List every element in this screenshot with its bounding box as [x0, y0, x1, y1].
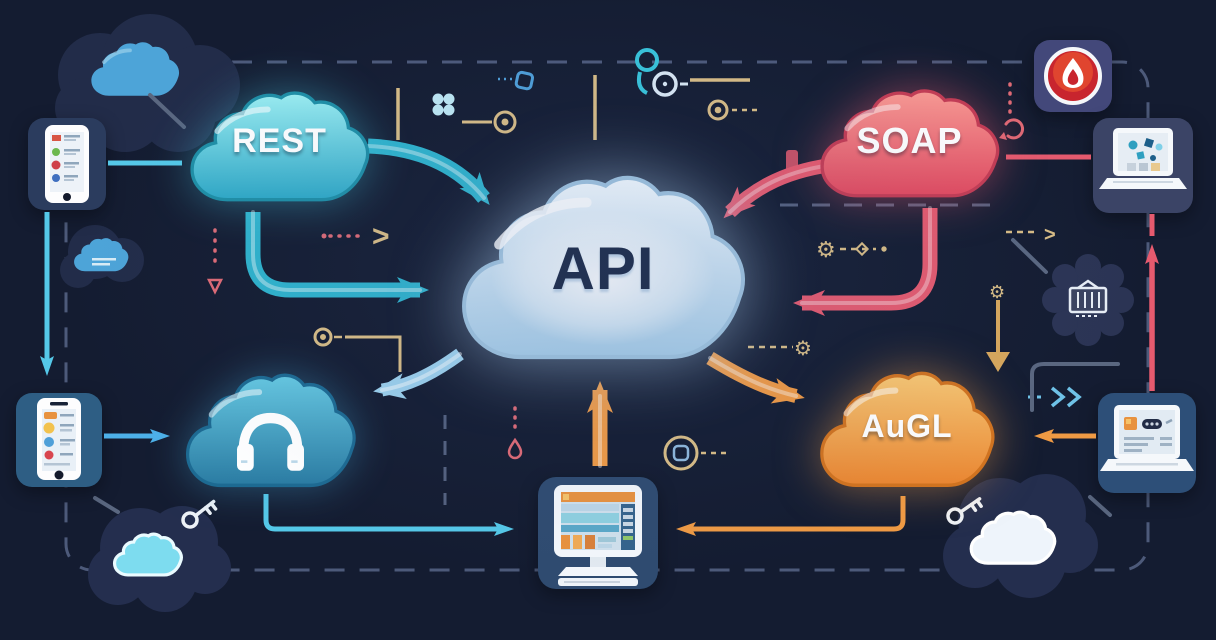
- mini-cloud-blue-top-left: [91, 42, 180, 96]
- connector-lines: [40, 154, 1159, 536]
- graphql-cloud-label: AuGL: [861, 408, 953, 444]
- services-cloud: [178, 368, 363, 494]
- mini-cloud-white-bottom-right: [969, 510, 1057, 565]
- arrow-soap-elbow: [793, 208, 938, 316]
- circuit-decor-gold: [313, 75, 1038, 471]
- smartphone-icon: [45, 125, 89, 203]
- gear-icons: ⚙ ⚙ ⚙: [794, 238, 1005, 360]
- arrow-services-to-monitor: [263, 494, 514, 536]
- arrow-rest-to-api: [367, 138, 490, 205]
- laptop-tile-bottom-right: [1098, 393, 1196, 493]
- smartphone-icon: [37, 398, 81, 480]
- mini-cloud-blue-mid-left: [74, 238, 129, 272]
- scalloped-blob: [1042, 254, 1134, 346]
- desktop-monitor-icon: [554, 485, 642, 586]
- arrow-api-to-graphql: [706, 352, 805, 404]
- flame-app-tile: [1034, 40, 1112, 112]
- circuit-decor-gray: [93, 93, 1120, 517]
- svg-text:>: >: [1044, 224, 1056, 246]
- key-icon: [181, 499, 218, 529]
- key-icon: [946, 497, 983, 525]
- smartphone-tile-top-left: [28, 118, 106, 210]
- clover-icon: [432, 93, 455, 116]
- rest-cloud-label: REST: [232, 122, 327, 160]
- laptop-tile-top-right: [1093, 118, 1193, 213]
- mini-cloud-light-bottom-left: [112, 532, 183, 577]
- svg-text:⚙: ⚙: [816, 238, 836, 263]
- soap-cloud-label: SOAP: [856, 120, 963, 161]
- smartphone-tile-mid-left: [16, 393, 102, 487]
- arrow-graphql-to-monitor: [676, 496, 906, 536]
- flame-icon: [1044, 47, 1102, 105]
- server-badge-icon: [1068, 279, 1108, 317]
- headphones-icon: [237, 412, 304, 471]
- monitor-tile-bottom-center: [538, 477, 658, 589]
- soap-cloud: SOAP: [812, 84, 1007, 204]
- svg-text:⚙: ⚙: [794, 336, 812, 360]
- svg-text:⚙: ⚙: [989, 282, 1005, 303]
- api-cloud: API: [448, 166, 758, 371]
- laptop-icon: [1100, 405, 1194, 471]
- chevron-icons: > >: [372, 220, 1056, 253]
- api-cloud-label: API: [551, 235, 655, 302]
- arrow-api-to-services: [373, 348, 464, 400]
- arrow-rest-elbow: [245, 212, 429, 303]
- graphql-cloud: AuGL: [812, 366, 1002, 494]
- laptop-icon: [1099, 128, 1187, 189]
- svg-text:>: >: [372, 220, 390, 253]
- rest-cloud: REST: [182, 86, 377, 208]
